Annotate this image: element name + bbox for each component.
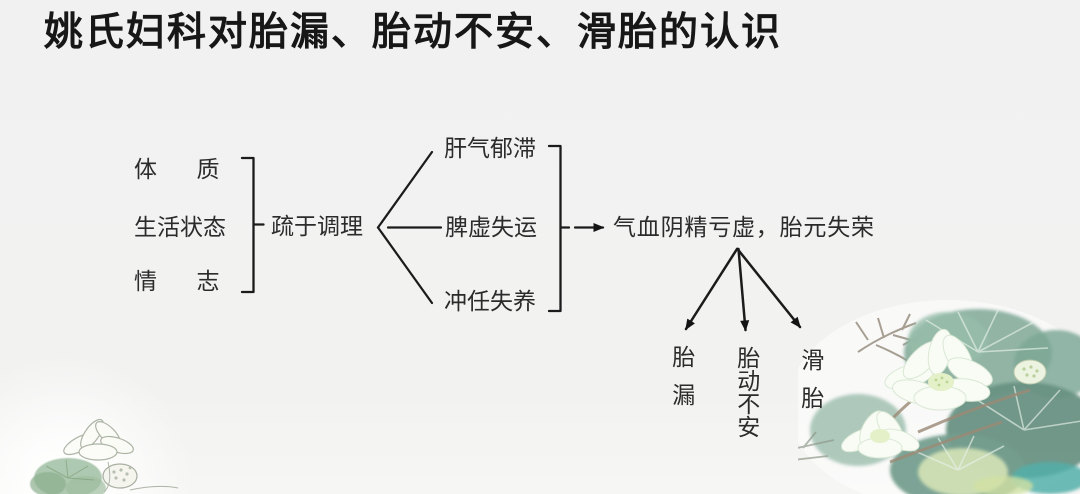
mechanism-spleen-deficiency: 脾虚失运 (445, 215, 537, 240)
fan-line-down (376, 226, 434, 305)
lotus-flower-icon (840, 410, 920, 459)
mechanism-liver-qi-stagnation: 肝气郁滞 (444, 136, 536, 161)
outcome-fetal-leakage: 胎漏 (668, 345, 694, 421)
lotus-sketch (30, 418, 179, 494)
lotus-painting (798, 300, 1080, 494)
node-neglect: 疏于调理 (271, 214, 363, 239)
fan-line-up (376, 150, 434, 229)
factor-emotion: 情志 (134, 269, 260, 294)
outcome-sliding-fetus: 滑胎 (797, 348, 823, 424)
factor-constitution: 体质 (134, 157, 260, 182)
mechanism-chongren-malnourishment: 冲任失养 (444, 289, 536, 314)
arrow-down-left-icon (684, 247, 739, 331)
factor-lifestyle: 生活状态 (134, 215, 226, 240)
slide-title: 姚氏妇科对胎漏、胎动不安、滑胎的认识 (44, 11, 783, 54)
arrow-down-mid-icon (737, 247, 750, 332)
lotus-pod-icon (1013, 359, 1047, 385)
lotus-flower-icon (884, 328, 993, 411)
node-pathogenesis: 气血阴精亏虚，胎元失荣 (613, 215, 875, 240)
outcome-fetal-restlessness: 胎动不安 (733, 346, 759, 438)
mechanisms-bracket (547, 144, 571, 313)
arrow-down-right-icon (736, 247, 802, 329)
bamboo-twig-icon (855, 313, 924, 363)
